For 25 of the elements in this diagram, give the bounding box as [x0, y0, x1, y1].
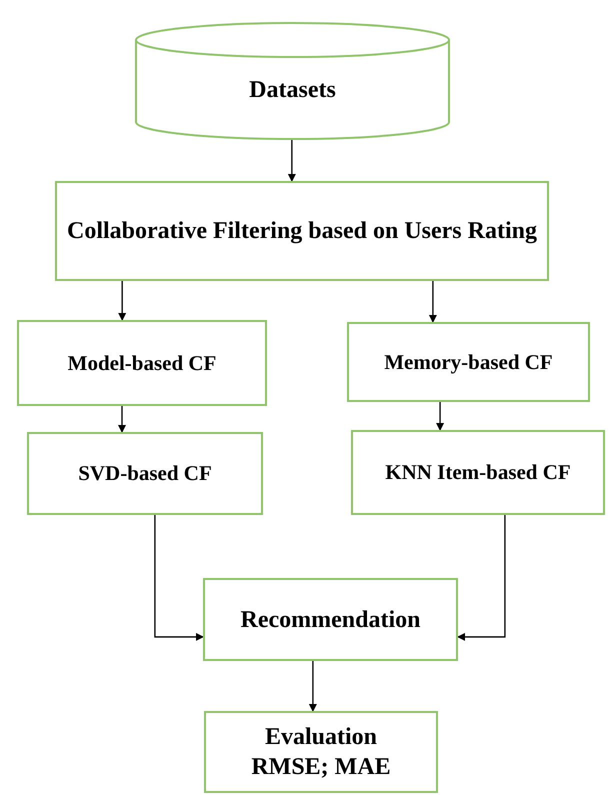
arrow: [428, 281, 437, 323]
process-box: [55, 181, 549, 281]
process-box: [351, 430, 605, 515]
arrow: [436, 402, 444, 431]
process-box: [27, 432, 263, 515]
node-label: Collaborative Filtering based on Users Rating: [67, 217, 537, 246]
node-label: KNN Item-based CF: [385, 459, 571, 486]
process-box: [17, 320, 267, 406]
node-label: RMSE; MAE: [251, 753, 391, 782]
node-label: SVD-based CF: [78, 460, 212, 487]
arrow: [308, 661, 317, 712]
node-label: Evaluation: [264, 723, 378, 752]
node-label: Model-based CF: [68, 350, 216, 376]
node-label: Datasets: [249, 76, 336, 105]
arrow: [118, 406, 126, 433]
process-box: [204, 711, 438, 793]
database-cylinder: [135, 22, 450, 140]
arrow: [118, 281, 126, 321]
process-box: [203, 578, 458, 661]
arrow: [154, 515, 204, 641]
arrow: [457, 515, 506, 641]
process-box: [347, 322, 590, 402]
node-label: Recommendation: [240, 606, 420, 634]
node-label: Memory-based CF: [384, 348, 553, 376]
arrow: [288, 140, 296, 182]
